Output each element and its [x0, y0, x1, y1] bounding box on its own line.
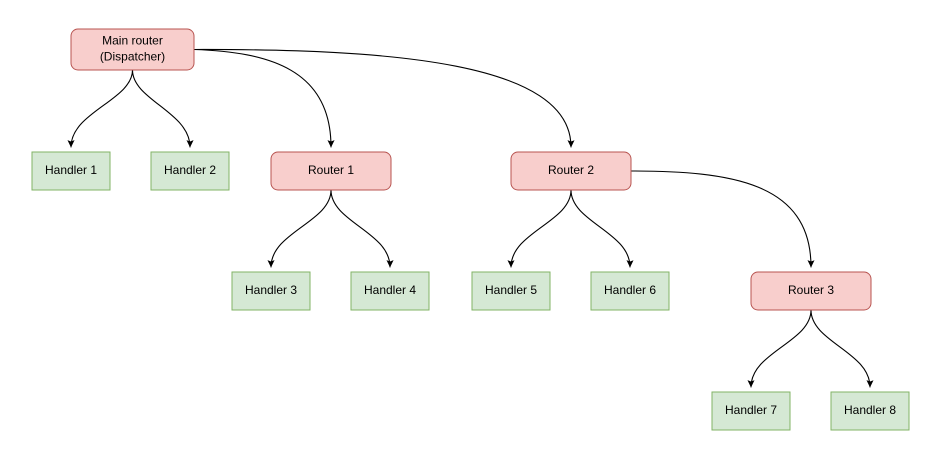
nodes-layer: Main router(Dispatcher) Handler 1 Handler …	[31, 28, 910, 431]
node-handler-8[interactable]: Handler 8	[830, 391, 910, 431]
node-router-1[interactable]: Router 1	[270, 151, 392, 191]
node-handler-4[interactable]: Handler 4	[350, 271, 430, 311]
node-shape-handler-2[interactable]	[150, 151, 230, 191]
node-shape-handler-5[interactable]	[471, 271, 551, 311]
edge-router-2-to-handler-5[interactable]	[507, 189, 572, 268]
edge-router-1-to-handler-4[interactable]	[330, 189, 394, 268]
node-router-2[interactable]: Router 2	[510, 151, 632, 191]
node-handler-2[interactable]: Handler 2	[150, 151, 230, 191]
node-shape-router-3[interactable]	[750, 271, 872, 311]
node-shape-handler-3[interactable]	[231, 271, 311, 311]
node-shape-handler-8[interactable]	[830, 391, 910, 431]
node-handler-7[interactable]: Handler 7	[711, 391, 791, 431]
edge-main-to-handler-1[interactable]	[67, 69, 134, 148]
edge-main-to-handler-2[interactable]	[131, 69, 194, 148]
node-shape-main-router[interactable]	[70, 28, 195, 71]
edge-main-to-router-1[interactable]	[193, 48, 335, 148]
node-shape-handler-4[interactable]	[350, 271, 430, 311]
node-handler-6[interactable]: Handler 6	[590, 271, 670, 311]
node-router-3[interactable]: Router 3	[750, 271, 872, 311]
edge-router-2-to-router-3[interactable]	[630, 170, 815, 268]
node-handler-1[interactable]: Handler 1	[31, 151, 111, 191]
edges-layer	[67, 48, 874, 388]
node-handler-3[interactable]: Handler 3	[231, 271, 311, 311]
node-shape-handler-7[interactable]	[711, 391, 791, 431]
node-shape-router-2[interactable]	[510, 151, 632, 191]
node-shape-handler-1[interactable]	[31, 151, 111, 191]
node-shape-handler-6[interactable]	[590, 271, 670, 311]
edge-router-2-to-handler-6[interactable]	[570, 189, 634, 268]
edge-main-to-router-2[interactable]	[193, 48, 575, 148]
node-shape-router-1[interactable]	[270, 151, 392, 191]
node-main-router[interactable]: Main router(Dispatcher)	[70, 28, 195, 71]
edge-router-1-to-handler-3[interactable]	[267, 189, 332, 268]
edge-router-3-to-handler-8[interactable]	[810, 309, 874, 388]
edge-router-3-to-handler-7[interactable]	[747, 309, 812, 388]
node-handler-5[interactable]: Handler 5	[471, 271, 551, 311]
